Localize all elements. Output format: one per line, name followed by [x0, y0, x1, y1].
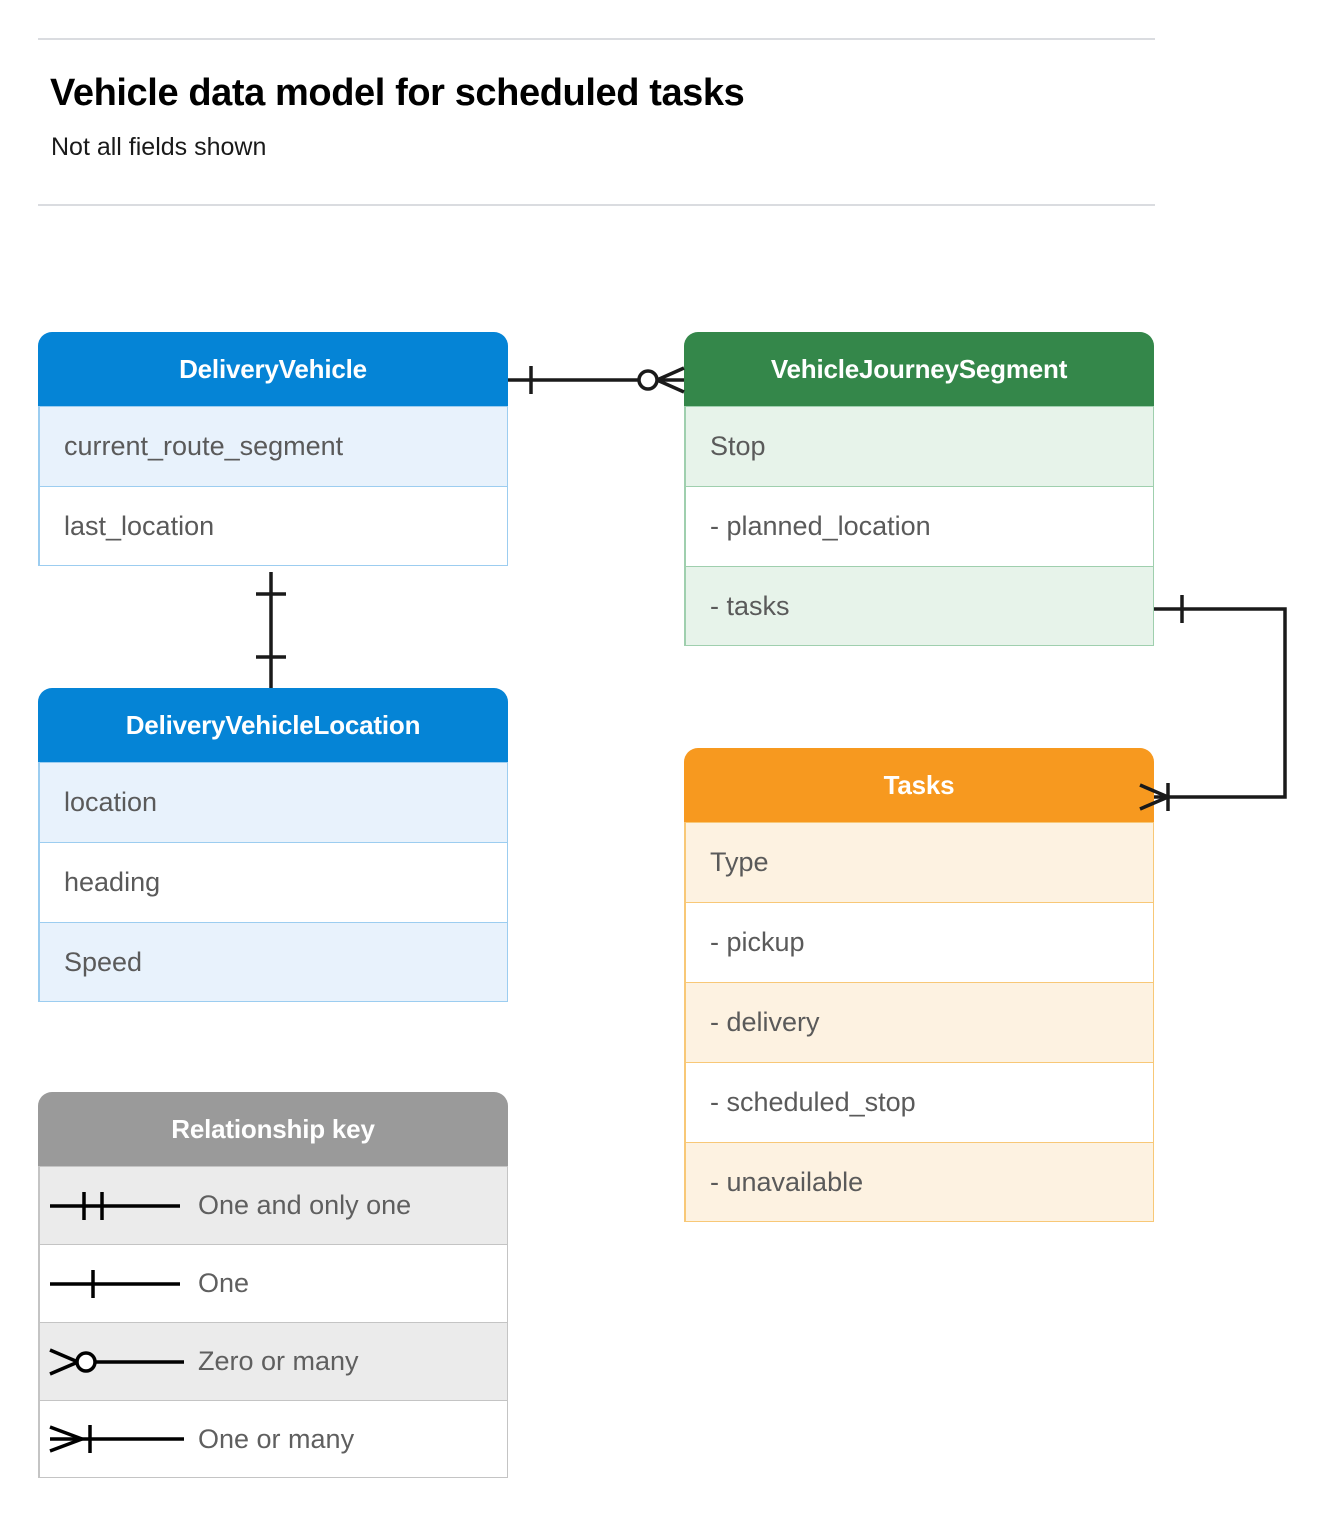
legend-item-zero-or-many: Zero or many	[38, 1322, 508, 1400]
entity-border-right	[506, 762, 508, 1002]
legend-label: Zero or many	[198, 1346, 359, 1376]
connector-journey-segment-to-tasks	[1139, 595, 1287, 811]
relationship-key-legend[interactable]: Relationship key One and only one One	[38, 1092, 508, 1478]
entity-border-right	[1152, 822, 1154, 1222]
entity-border-left	[684, 406, 686, 646]
entity-title-tasks: Tasks	[684, 748, 1154, 822]
connector-vehicle-to-vehicle-location	[256, 572, 286, 688]
legend-item-one-or-many: One or many	[38, 1400, 508, 1478]
entity-field-row: Stop	[684, 406, 1154, 486]
connector-vehicle-to-journey-segment	[508, 366, 685, 394]
entity-field-row: - unavailable	[684, 1142, 1154, 1222]
legend-label: One	[198, 1268, 250, 1298]
entity-field-row: last_location	[38, 486, 508, 566]
entity-border-right	[506, 406, 508, 566]
one-or-many-icon	[38, 1419, 198, 1459]
entity-border-left	[38, 1166, 40, 1478]
header-divider-top	[38, 38, 1155, 40]
entity-border-left	[38, 762, 40, 1002]
entity-field-row: current_route_segment	[38, 406, 508, 486]
entity-delivery-vehicle[interactable]: DeliveryVehicle current_route_segment la…	[38, 332, 508, 566]
entity-field-row: - pickup	[684, 902, 1154, 982]
legend-item-one-and-only-one: One and only one	[38, 1166, 508, 1244]
entity-field-row: location	[38, 762, 508, 842]
entity-field-row: - delivery	[684, 982, 1154, 1062]
one-and-only-one-icon	[38, 1186, 198, 1226]
legend-item-one: One	[38, 1244, 508, 1322]
entity-title-vehicle-journey-segment: VehicleJourneySegment	[684, 332, 1154, 406]
entity-title-delivery-vehicle-location: DeliveryVehicleLocation	[38, 688, 508, 762]
page-subtitle: Not all fields shown	[51, 133, 267, 161]
entity-border-left	[38, 406, 40, 566]
entity-border-right	[506, 1166, 508, 1478]
one-icon	[38, 1264, 198, 1304]
legend-label: One and only one	[198, 1190, 412, 1220]
entity-field-row: - scheduled_stop	[684, 1062, 1154, 1142]
entity-field-row: - planned_location	[684, 486, 1154, 566]
header-divider-bottom	[38, 204, 1155, 206]
entity-field-row: - tasks	[684, 566, 1154, 646]
legend-label: One or many	[198, 1423, 355, 1454]
entity-field-row: Type	[684, 822, 1154, 902]
entity-vehicle-journey-segment[interactable]: VehicleJourneySegment Stop - planned_loc…	[684, 332, 1154, 646]
page-title: Vehicle data model for scheduled tasks	[50, 72, 745, 114]
entity-field-row: heading	[38, 842, 508, 922]
entity-title-delivery-vehicle: DeliveryVehicle	[38, 332, 508, 406]
entity-border-right	[1152, 406, 1154, 646]
entity-delivery-vehicle-location[interactable]: DeliveryVehicleLocation location heading…	[38, 688, 508, 1002]
legend-title: Relationship key	[38, 1092, 508, 1166]
entity-field-row: Speed	[38, 922, 508, 1002]
entity-border-left	[684, 822, 686, 1222]
zero-or-many-icon	[38, 1342, 198, 1382]
entity-tasks[interactable]: Tasks Type - pickup - delivery - schedul…	[684, 748, 1154, 1222]
